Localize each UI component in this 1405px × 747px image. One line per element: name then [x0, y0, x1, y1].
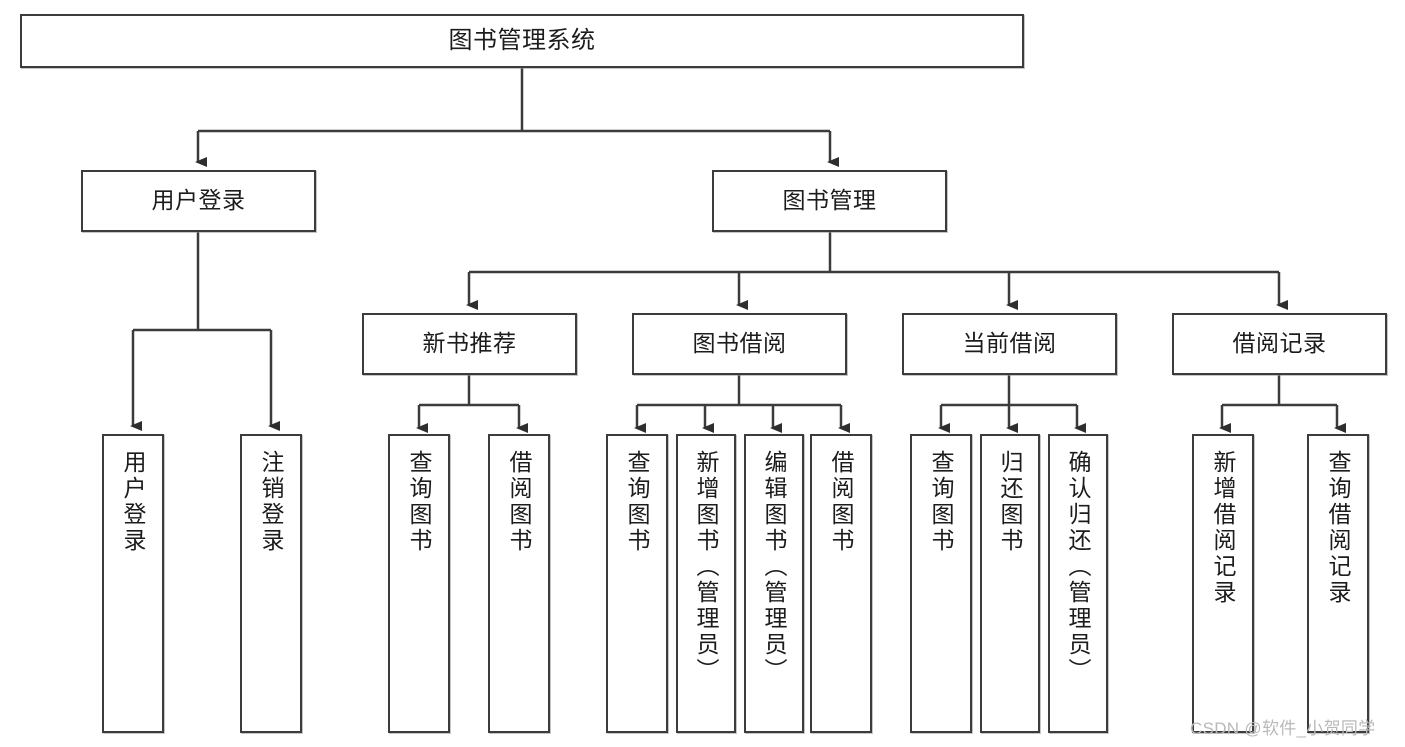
node-label: 查询图书: [406, 450, 433, 554]
leaf-current-query-book[interactable]: 查询图书: [910, 434, 972, 733]
node-label: 新增图书（管理员）: [693, 450, 720, 684]
node-label: 当前借阅: [962, 330, 1057, 357]
node-label: 借阅记录: [1232, 330, 1327, 357]
leaf-record-query-record[interactable]: 查询借阅记录: [1307, 434, 1369, 733]
node-label: 查询图书: [624, 450, 651, 554]
leaf-borrow-borrow-book[interactable]: 借阅图书: [810, 434, 872, 733]
node-new-book-recommend[interactable]: 新书推荐: [362, 313, 577, 375]
node-root-system[interactable]: 图书管理系统: [20, 14, 1024, 68]
node-book-management[interactable]: 图书管理: [712, 170, 947, 232]
leaf-current-return-book[interactable]: 归还图书: [980, 434, 1040, 733]
leaf-borrow-edit-book-admin[interactable]: 编辑图书（管理员）: [744, 434, 804, 733]
node-label: 新增借阅记录: [1210, 450, 1237, 606]
node-label: 注销登录: [258, 450, 285, 554]
node-label: 归还图书: [997, 450, 1024, 554]
node-label: 用户登录: [120, 450, 147, 554]
leaf-borrow-query-book[interactable]: 查询图书: [606, 434, 668, 733]
leaf-user-login-signout[interactable]: 注销登录: [240, 434, 302, 733]
node-label: 新书推荐: [422, 330, 517, 357]
node-label: 查询图书: [928, 450, 955, 554]
node-label: 编辑图书（管理员）: [761, 450, 788, 684]
csdn-watermark: CSDN @软件_小贺同学: [1190, 719, 1376, 738]
node-current-borrow[interactable]: 当前借阅: [902, 313, 1117, 375]
leaf-record-add-record[interactable]: 新增借阅记录: [1192, 434, 1254, 733]
leaf-borrow-add-book-admin[interactable]: 新增图书（管理员）: [676, 434, 736, 733]
node-label: 借阅图书: [506, 450, 533, 554]
node-label: 图书管理系统: [448, 26, 596, 54]
node-user-login[interactable]: 用户登录: [81, 170, 316, 232]
node-label: 图书管理: [782, 187, 877, 214]
node-label: 查询借阅记录: [1325, 450, 1352, 606]
node-label: 借阅图书: [828, 450, 855, 554]
node-label: 用户登录: [151, 187, 246, 214]
node-label: 图书借阅: [692, 330, 787, 357]
node-borrow-record[interactable]: 借阅记录: [1172, 313, 1387, 375]
node-label: 确认归还（管理员）: [1065, 450, 1092, 684]
leaf-recommend-borrow-book[interactable]: 借阅图书: [488, 434, 550, 733]
leaf-recommend-query-book[interactable]: 查询图书: [388, 434, 450, 733]
leaf-user-login-signin[interactable]: 用户登录: [102, 434, 164, 733]
leaf-current-confirm-return-admin[interactable]: 确认归还（管理员）: [1048, 434, 1108, 733]
node-book-borrow[interactable]: 图书借阅: [632, 313, 847, 375]
